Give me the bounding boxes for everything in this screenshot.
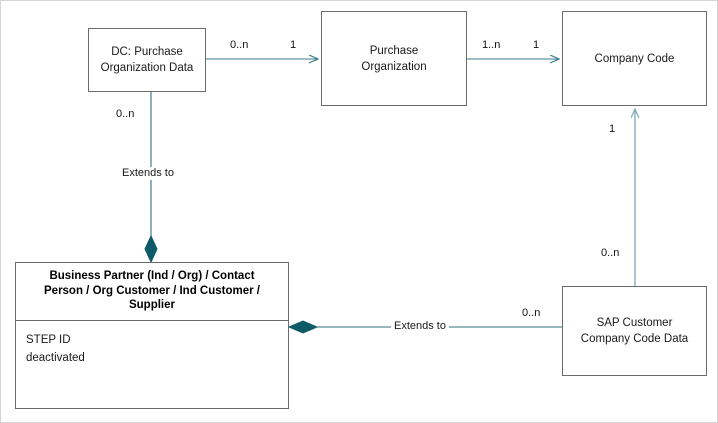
attribute-step-id: STEP ID — [26, 333, 71, 346]
multiplicity-business-partner-to-sap-customer-target: 0..n — [519, 307, 544, 320]
multiplicity-dc-to-purchase-org-source: 0..n — [227, 39, 252, 52]
entity-dc-purchase-organization-data[interactable]: DC: Purchase Organization Data — [88, 28, 206, 92]
composition-diamond-sap-customer — [287, 320, 319, 334]
entity-business-partner-header: Business Partner (Ind / Org) / Contact P… — [16, 263, 288, 321]
entity-sap-customer-company-code-data[interactable]: SAP Customer Company Code Data — [562, 286, 707, 376]
entity-business-partner[interactable]: Business Partner (Ind / Org) / Contact P… — [15, 262, 289, 409]
multiplicity-sap-customer-to-company-code-target: 1 — [606, 123, 619, 136]
entity-business-partner-attributes: STEP ID deactivated — [16, 321, 288, 409]
multiplicity-purchase-org-to-company-code-source: 1..n — [479, 39, 504, 52]
edge-name-dc-to-business-partner: Extends to — [119, 167, 177, 180]
entity-sap-customer-company-code-data-label: SAP Customer Company Code Data — [580, 317, 689, 345]
entity-purchase-organization[interactable]: Purchase Organization — [321, 11, 467, 106]
multiplicity-dc-to-purchase-org-target: 1 — [287, 39, 300, 52]
multiplicity-dc-to-business-partner-source: 0..n — [113, 108, 138, 121]
multiplicity-purchase-org-to-company-code-target: 1 — [530, 39, 543, 52]
edge-name-business-partner-to-sap-customer: Extends to — [391, 320, 449, 333]
entity-dc-purchase-organization-data-label: DC: Purchase Organization Data — [100, 46, 194, 74]
multiplicity-sap-customer-to-company-code-source: 0..n — [598, 247, 623, 260]
entity-purchase-organization-label: Purchase Organization — [361, 44, 427, 73]
entity-company-code[interactable]: Company Code — [562, 11, 707, 106]
entity-company-code-label: Company Code — [594, 52, 675, 65]
composition-diamond-business-partner — [144, 234, 158, 264]
attribute-deactivated: deactivated — [26, 351, 85, 364]
